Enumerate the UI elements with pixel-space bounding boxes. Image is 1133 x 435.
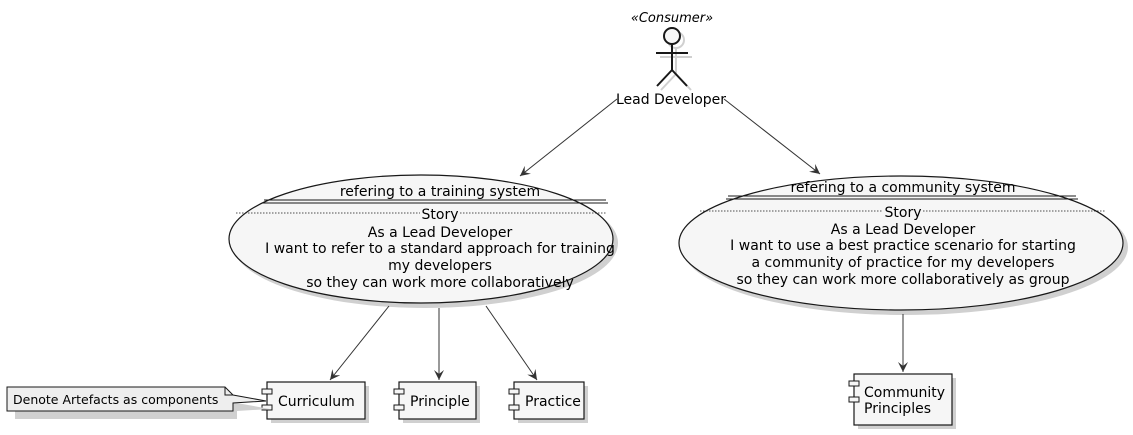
arrow-training-to-curriculum bbox=[329, 305, 390, 381]
component-curriculum: Curriculum bbox=[261, 381, 369, 423]
component-port-icon bbox=[393, 388, 405, 395]
usecase-community-line-1: As a Lead Developer bbox=[831, 222, 976, 238]
component-practice-label: Practice bbox=[525, 394, 581, 410]
usecase-training-line-3: my developers bbox=[388, 258, 492, 274]
component-port-icon bbox=[508, 404, 520, 411]
component-community-principles: Community Principles bbox=[848, 373, 956, 429]
component-port-icon bbox=[393, 404, 405, 411]
actor-lead-developer: «Consumer» Lead Developer bbox=[616, 11, 726, 108]
note-fold-icon bbox=[224, 387, 233, 396]
usecase-community-story-label: Story bbox=[885, 205, 922, 221]
arrow-actor-to-community bbox=[723, 98, 821, 175]
usecase-community-line-4: so they can work more collaboratively as… bbox=[737, 272, 1070, 288]
usecase-training-title: refering to a training system bbox=[340, 184, 540, 200]
note-text: Denote Artefacts as components bbox=[13, 392, 218, 407]
usecase-training-line-1: As a Lead Developer bbox=[368, 225, 513, 241]
usecase-training-story-label: Story bbox=[422, 207, 459, 223]
component-practice: Practice bbox=[508, 381, 588, 423]
component-port-icon bbox=[261, 404, 273, 411]
actor-arrows bbox=[519, 98, 821, 177]
component-curriculum-label: Curriculum bbox=[278, 394, 355, 410]
component-principle: Principle bbox=[393, 381, 480, 423]
usecase-community-title: refering to a community system bbox=[790, 180, 1015, 196]
component-community-principles-label-2: Principles bbox=[864, 401, 931, 417]
actor-stereotype: «Consumer» bbox=[631, 11, 713, 26]
arrow-training-to-practice bbox=[485, 305, 538, 381]
note-shape bbox=[6, 386, 267, 412]
usecase-training-line-4: so they can work more collaboratively bbox=[306, 275, 574, 291]
usecase-community-system: refering to a community system Story As … bbox=[678, 175, 1128, 315]
usecase-training-ellipse bbox=[228, 174, 614, 304]
usecase-training-system: refering to a training system Story As a… bbox=[228, 174, 618, 308]
component-port-icon bbox=[508, 388, 520, 395]
component-principle-label: Principle bbox=[410, 394, 470, 410]
note-denote-artefacts: Denote Artefacts as components bbox=[6, 386, 270, 419]
usecase-community-line-2: I want to use a best practice scenario f… bbox=[730, 238, 1076, 254]
component-port-icon bbox=[848, 396, 860, 403]
usecase-community-line-3: a community of practice for my developer… bbox=[752, 255, 1055, 271]
usecase-community-ellipse bbox=[678, 175, 1124, 311]
actor-stick-figure-icon bbox=[656, 27, 692, 91]
component-arrows bbox=[329, 305, 908, 381]
component-port-icon bbox=[848, 380, 860, 387]
component-port-icon bbox=[261, 388, 273, 395]
actor-name: Lead Developer bbox=[616, 92, 726, 108]
arrow-actor-to-training bbox=[519, 98, 618, 177]
component-community-principles-label-1: Community bbox=[864, 385, 945, 401]
usecase-training-line-2: I want to refer to a standard approach f… bbox=[265, 241, 615, 257]
